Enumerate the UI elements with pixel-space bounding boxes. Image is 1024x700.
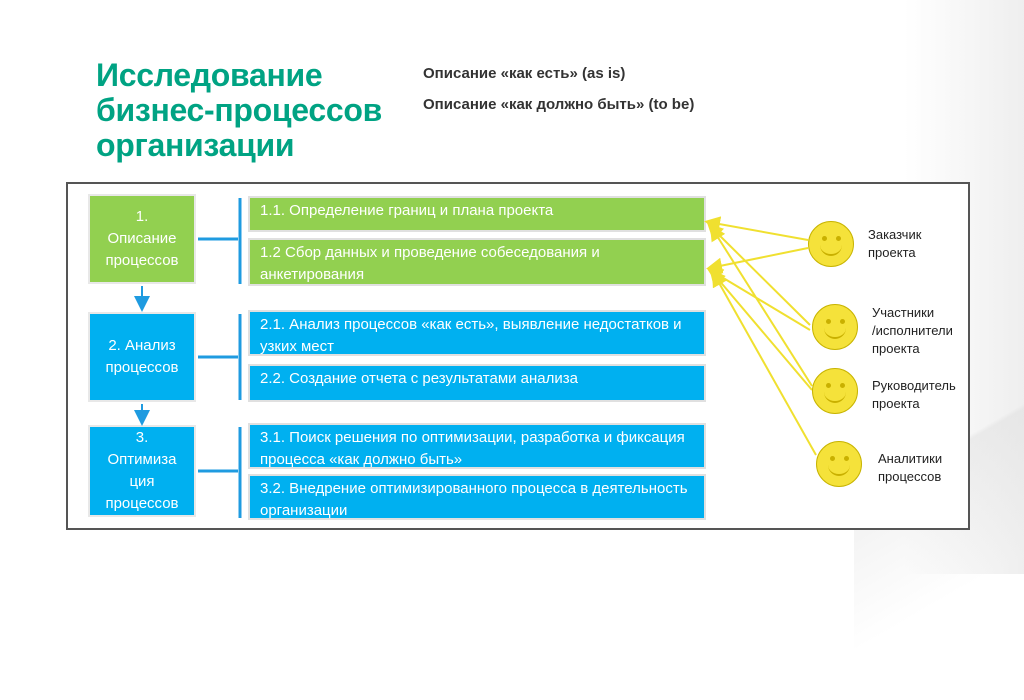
smiley-icon: [816, 441, 862, 487]
smiley-icon: [812, 304, 858, 350]
bracket-stage-1: [198, 198, 242, 284]
stage-1-box: 1. Описание процессов: [88, 194, 196, 284]
task-1-1: 1.1. Определение границ и плана проекта: [248, 196, 706, 232]
subtitle-to-be: Описание «как должно быть» (to be): [423, 96, 695, 113]
participant-connectors: [704, 216, 817, 456]
stage-3-label: 3. Оптимиза ция процессов: [105, 429, 179, 512]
slide-title: Исследование бизнес-процессов организаци…: [96, 57, 382, 163]
participant-manager-label: Руководитель проекта: [872, 378, 956, 411]
participant-executors-label: Участники /исполнители проекта: [872, 305, 953, 356]
bracket-stage-2: [198, 314, 242, 400]
smiley-icon: [808, 221, 854, 267]
participant-analysts-label: Аналитики процессов: [878, 451, 943, 484]
smiley-icon: [812, 368, 858, 414]
task-1-2: 1.2 Сбор данных и проведение собеседован…: [248, 238, 706, 286]
task-2-2: 2.2. Создание отчета с результатами анал…: [248, 364, 706, 402]
stage-3-box: 3. Оптимиза ция процессов: [88, 425, 196, 517]
stage-1-label: 1. Описание процессов: [105, 208, 179, 269]
subtitle-as-is: Описание «как есть» (as is): [423, 65, 626, 82]
connector-lines: [134, 198, 817, 518]
task-3-1: 3.1. Поиск решения по оптимизации, разра…: [248, 423, 706, 469]
task-3-2: 3.2. Внедрение оптимизированного процесс…: [248, 474, 706, 520]
task-2-1: 2.1. Анализ процессов «как есть», выявле…: [248, 310, 706, 356]
stage-2-box: 2. Анализ процессов: [88, 312, 196, 402]
participant-customer-label: Заказчик проекта: [868, 227, 922, 260]
stage-2-label: 2. Анализ процессов: [105, 337, 179, 376]
bracket-stage-3: [198, 427, 242, 518]
